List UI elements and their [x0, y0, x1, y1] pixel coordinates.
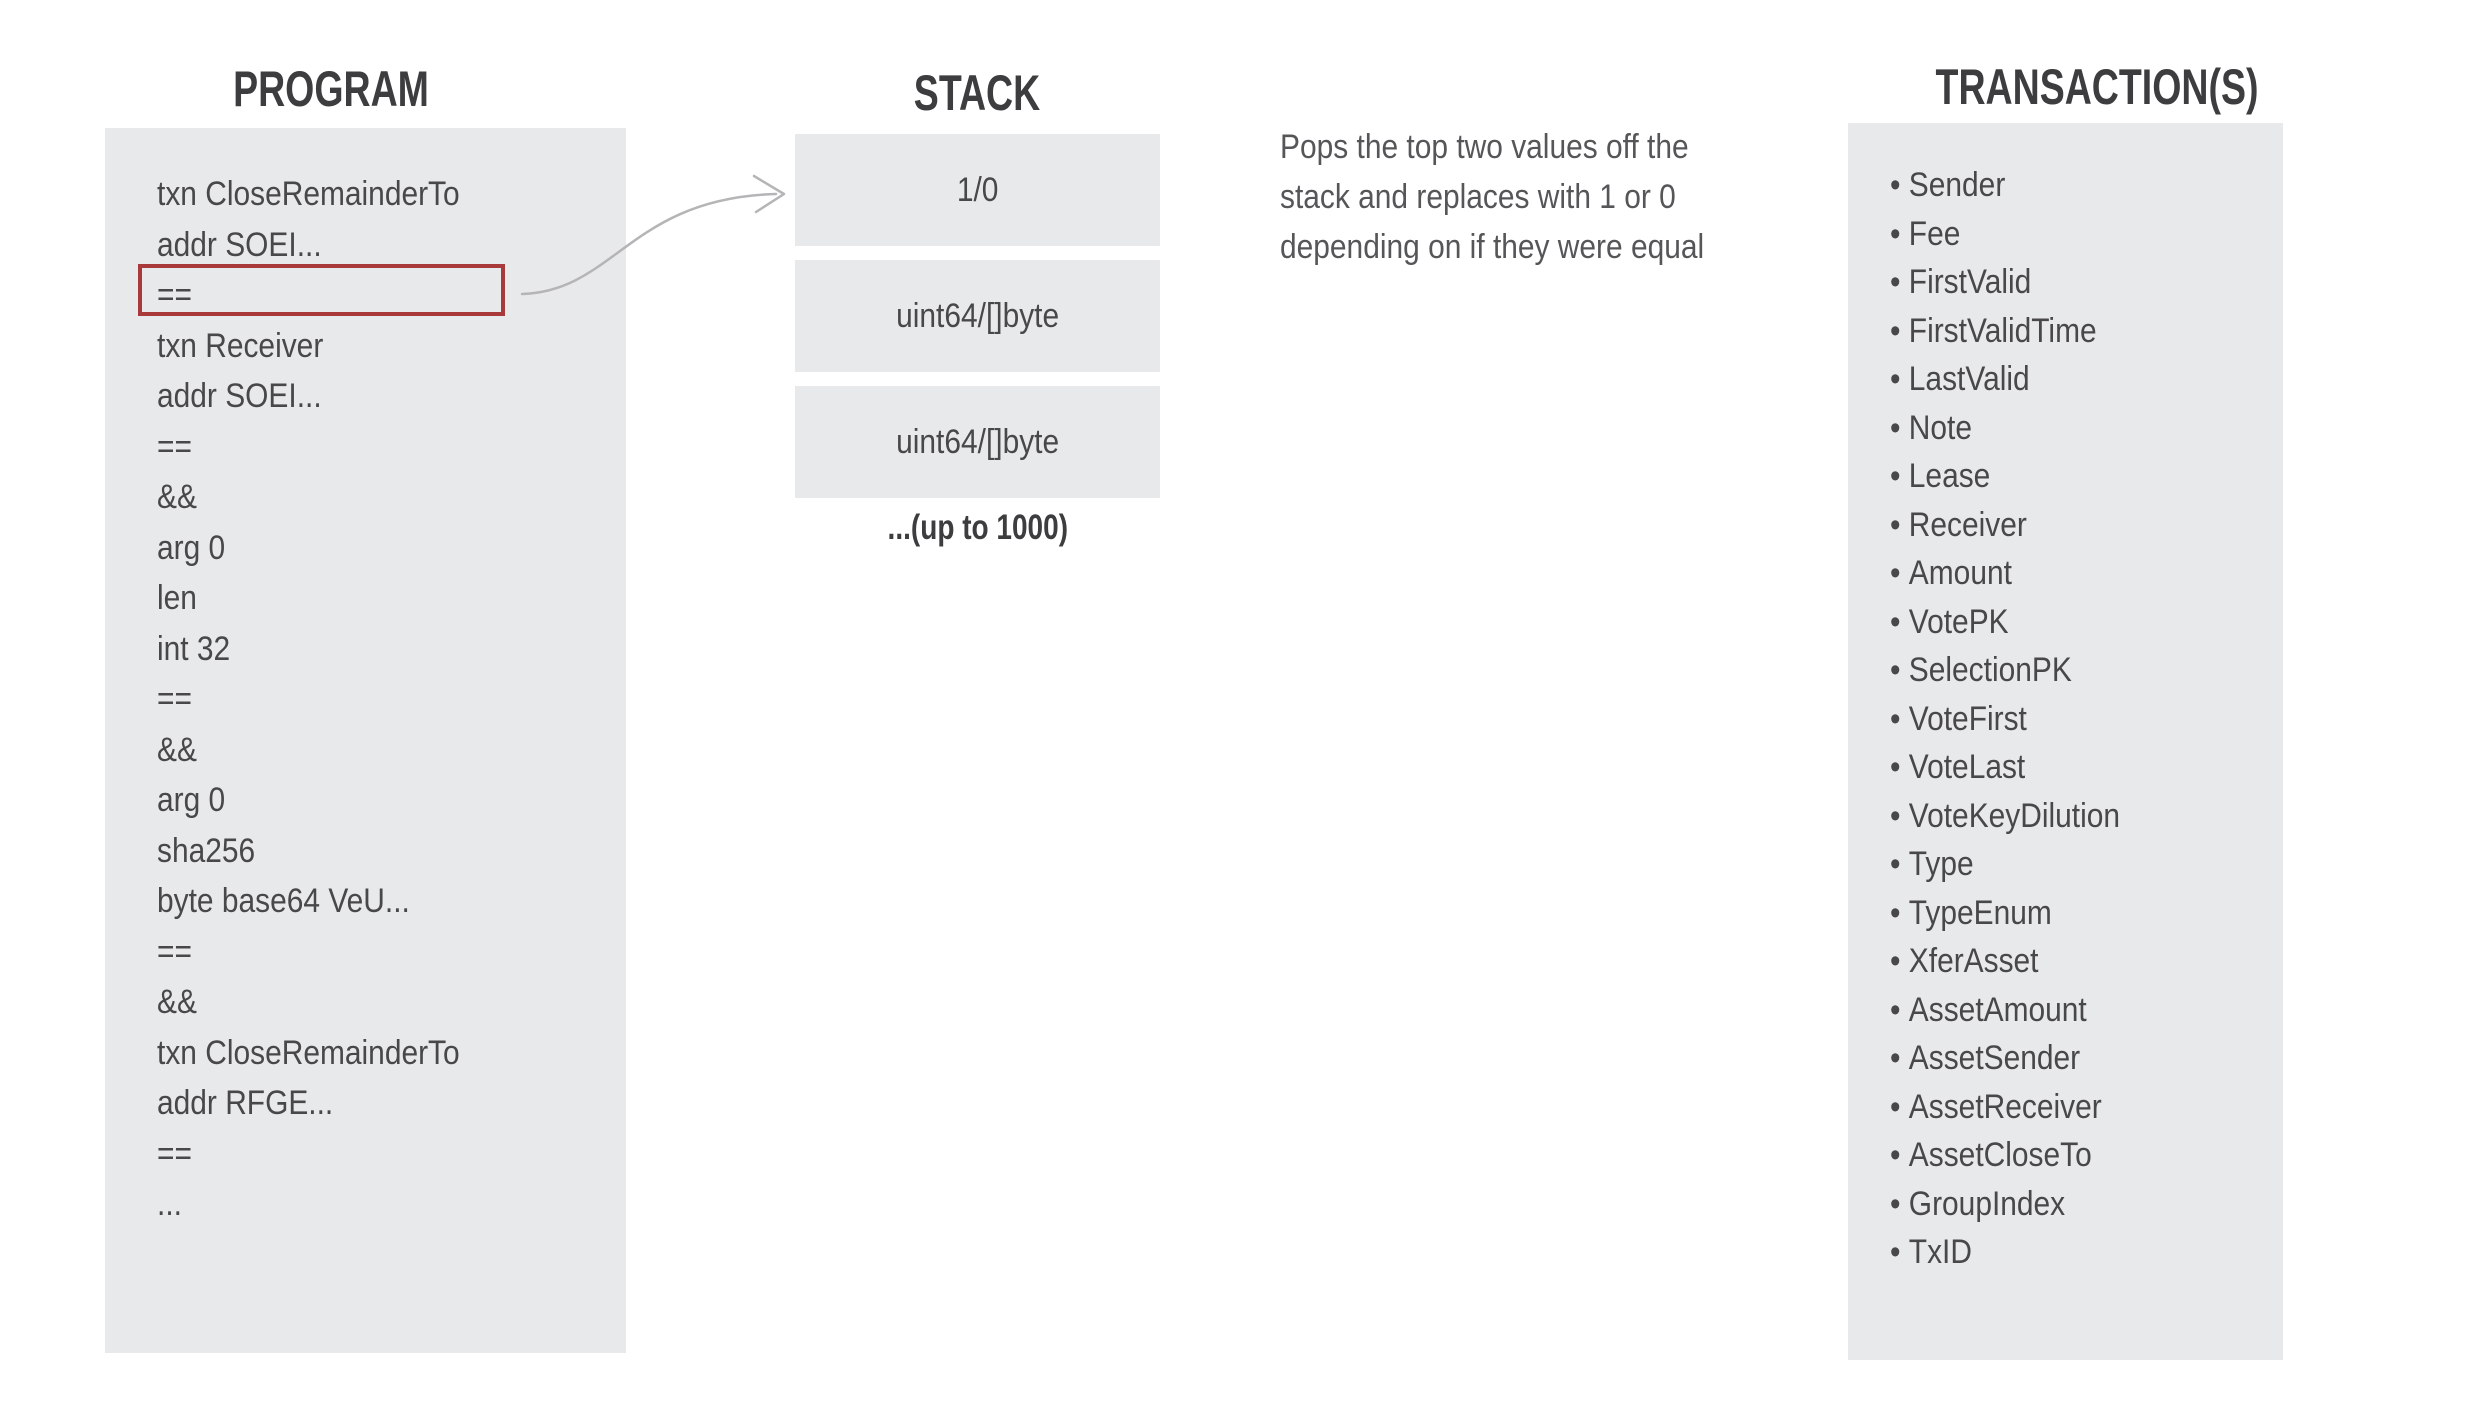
arrow-head [752, 174, 786, 214]
transaction-field: FirstValidTime [1890, 307, 2236, 356]
note-line: Pops the top two values off the [1280, 128, 1689, 166]
highlight-box [138, 264, 505, 316]
transaction-field: Receiver [1890, 501, 2236, 550]
program-line: int 32 [157, 629, 231, 668]
program-line: addr SOEI... [157, 377, 322, 415]
program-line: arg 0 [157, 781, 226, 819]
stack-slot-label: uint64/[]byte [895, 296, 1060, 335]
transaction-field: VotePK [1890, 598, 2236, 647]
program-line: == [157, 1134, 192, 1173]
transaction-field: XferAsset [1890, 937, 2236, 986]
transaction-field: Type [1890, 840, 2236, 889]
stack-slot-label: uint64/[]byte [895, 422, 1060, 461]
transactions-panel: SenderFeeFirstValidFirstValidTimeLastVal… [1848, 123, 2283, 1360]
transactions-column-title: TRANSACTION(S) [1935, 59, 2259, 115]
transaction-field: AssetAmount [1890, 986, 2236, 1035]
stack-capacity-caption: ...(up to 1000) [795, 504, 1160, 552]
stack-column-title: STACK [913, 65, 1041, 121]
transaction-field: VoteLast [1890, 743, 2236, 792]
program-column-title: PROGRAM [233, 61, 429, 117]
program-line: && [157, 730, 197, 769]
arrow-curve [520, 192, 778, 296]
transaction-field: Amount [1890, 549, 2236, 598]
transaction-field: Lease [1890, 452, 2236, 501]
transaction-field: SelectionPK [1890, 646, 2236, 695]
transaction-field: LastValid [1890, 355, 2236, 404]
program-line: len [157, 579, 197, 617]
stack-slot: uint64/[]byte [795, 386, 1160, 498]
program-line: txn CloseRemainderTo [157, 175, 460, 213]
program-line: byte base64 VeU... [157, 882, 410, 920]
program-line: arg 0 [157, 528, 226, 567]
program-line: == [157, 932, 192, 971]
program-line: == [157, 276, 192, 314]
transaction-field: AssetSender [1890, 1034, 2236, 1083]
program-line: && [157, 478, 197, 516]
transaction-field: GroupIndex [1890, 1180, 2236, 1229]
program-panel: txn CloseRemainderTo addr SOEI... == txn Re… [105, 128, 626, 1353]
program-line: txn Receiver [157, 326, 324, 365]
stack-slot-list: 1/0 uint64/[]byte uint64/[]byte [795, 134, 1160, 498]
program-code-listing: txn CloseRemainderTo addr SOEI... == txn Re… [157, 169, 622, 1230]
stack-slot: 1/0 [795, 134, 1160, 246]
transaction-field: Note [1890, 404, 2236, 453]
transaction-field: TxID [1890, 1228, 2236, 1277]
transaction-field: Sender [1890, 161, 2236, 210]
transaction-field: TypeEnum [1890, 889, 2236, 938]
opcode-note: Pops the top two values off the stack and… [1280, 122, 1762, 272]
program-to-stack-arrow [520, 174, 786, 296]
program-line: addr RFGE... [157, 1084, 334, 1122]
note-line: stack and replaces with 1 or 0 [1280, 178, 1676, 216]
transaction-field: VoteFirst [1890, 695, 2236, 744]
transaction-field: AssetCloseTo [1890, 1131, 2236, 1180]
program-line: sha256 [157, 831, 256, 870]
note-line: depending on if they were equal [1280, 228, 1705, 266]
program-line: txn CloseRemainderTo [157, 1033, 460, 1072]
transaction-field: VoteKeyDilution [1890, 792, 2236, 841]
program-line: ... [157, 1185, 182, 1223]
transaction-field: FirstValid [1890, 258, 2236, 307]
program-line: == [157, 680, 192, 718]
stack-capacity-caption-text: ...(up to 1000) [887, 508, 1068, 547]
transaction-field: AssetReceiver [1890, 1083, 2236, 1132]
stack-slot: uint64/[]byte [795, 260, 1160, 372]
program-line: && [157, 983, 197, 1021]
program-line: addr SOEI... [157, 225, 322, 264]
transaction-field: Fee [1890, 210, 2236, 259]
program-line: == [157, 427, 192, 466]
transaction-field-list: SenderFeeFirstValidFirstValidTimeLastVal… [1890, 161, 2283, 1277]
stack-slot-label: 1/0 [956, 170, 999, 209]
